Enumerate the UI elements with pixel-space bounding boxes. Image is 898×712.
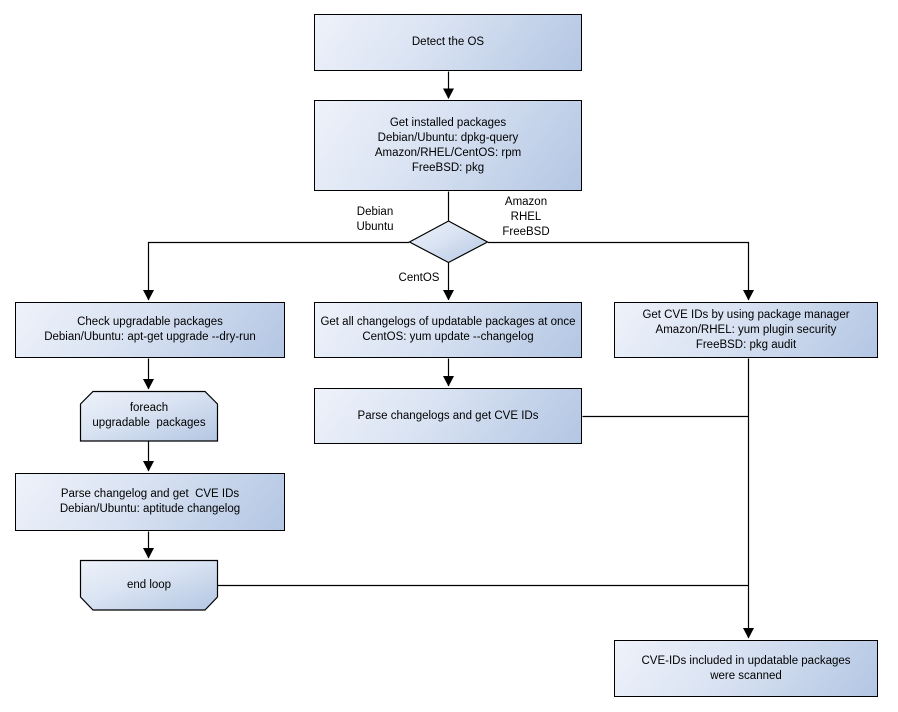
edge-label-amazon-rhel-freebsd: Amazon RHEL FreeBSD — [502, 196, 550, 238]
end-loop-shape — [79, 559, 219, 611]
node-check-upgradable-packages: Check upgradable packages Debian/Ubuntu:… — [15, 302, 285, 358]
end-loop-label: end loop — [126, 578, 172, 591]
foreach-loop-shape — [79, 390, 219, 442]
node-parse-changelog-debian: Parse changelog and get CVE IDs Debian/U… — [15, 473, 285, 531]
node-get-cve-ids-pkg-manager: Get CVE IDs by using package manager Ama… — [614, 302, 878, 358]
node-detect-os: Detect the OS — [314, 14, 582, 71]
edge-decision-to-get-cve-ids — [488, 241, 754, 301]
edge-decision-to-check-upgradable — [143, 241, 409, 301]
edge-label-debian-ubuntu: Debian Ubuntu — [356, 206, 394, 233]
node-result-scanned: CVE-IDs included in updatable packages w… — [614, 640, 878, 697]
edge-label-centos: CentOS — [398, 272, 440, 284]
node-get-all-changelogs: Get all changelogs of updatable packages… — [314, 302, 582, 358]
node-get-installed-packages: Get installed packages Debian/Ubuntu: dp… — [314, 100, 582, 191]
os-decision-diamond — [408, 220, 489, 264]
node-parse-changelogs: Parse changelogs and get CVE IDs — [314, 388, 582, 444]
foreach-loop-label: foreach upgradable packages — [92, 402, 206, 429]
